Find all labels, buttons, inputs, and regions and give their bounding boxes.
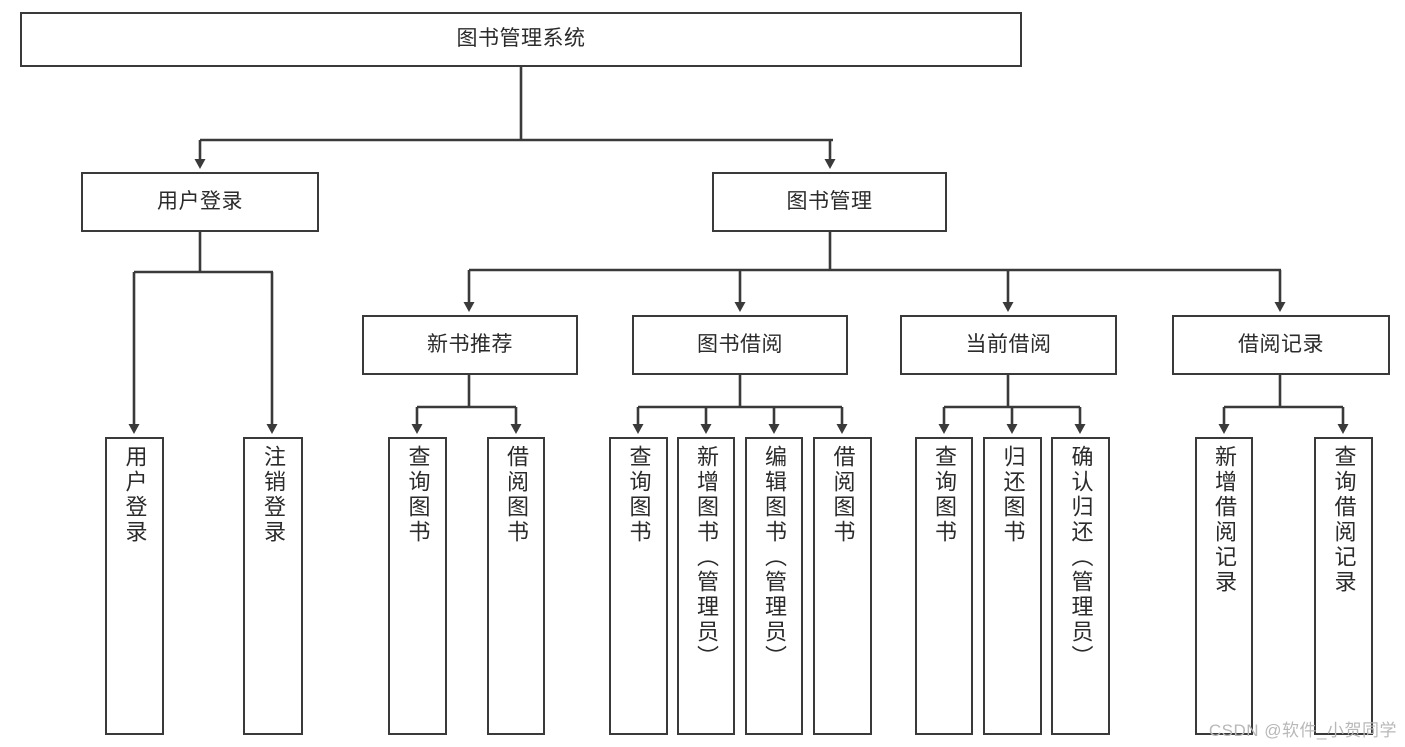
- node-leaf-edit-book[interactable]: 编辑图书（管理员）: [745, 437, 803, 735]
- node-user-login-label: 用户登录: [157, 189, 243, 213]
- node-leaf-borrow-book-2[interactable]: 借阅图书: [813, 437, 872, 735]
- node-borrow-record[interactable]: 借阅记录: [1172, 315, 1390, 375]
- node-leaf-user-login-label: 用户登录: [122, 445, 148, 545]
- watermark-text: CSDN @软件_小贺同学: [1208, 721, 1397, 740]
- node-book-manage[interactable]: 图书管理: [712, 172, 947, 232]
- node-leaf-query-book-2-label: 查询图书: [626, 445, 652, 545]
- node-current-borrow-label: 当前借阅: [965, 332, 1052, 356]
- node-leaf-query-book-1-label: 查询图书: [405, 445, 431, 545]
- node-leaf-logout-login[interactable]: 注销登录: [243, 437, 303, 735]
- node-leaf-query-borrow-record-label: 查询借阅记录: [1331, 445, 1357, 595]
- node-leaf-add-book-label: 新增图书（管理员）: [694, 445, 719, 670]
- node-leaf-return-book[interactable]: 归还图书: [983, 437, 1042, 735]
- node-leaf-user-login[interactable]: 用户登录: [105, 437, 164, 735]
- node-leaf-query-borrow-record[interactable]: 查询借阅记录: [1314, 437, 1373, 735]
- node-leaf-return-book-label: 归还图书: [1000, 445, 1026, 545]
- node-new-book-recommend[interactable]: 新书推荐: [362, 315, 578, 375]
- node-leaf-query-book-1[interactable]: 查询图书: [388, 437, 447, 735]
- node-book-borrow[interactable]: 图书借阅: [632, 315, 848, 375]
- node-leaf-query-book-2[interactable]: 查询图书: [609, 437, 668, 735]
- node-user-login[interactable]: 用户登录: [81, 172, 319, 232]
- node-leaf-edit-book-label: 编辑图书（管理员）: [762, 445, 787, 670]
- node-root[interactable]: 图书管理系统: [20, 12, 1022, 67]
- node-leaf-confirm-return-label: 确认归还（管理员）: [1068, 445, 1094, 670]
- node-leaf-borrow-book-1-label: 借阅图书: [504, 445, 529, 545]
- node-leaf-add-borrow-record-label: 新增借阅记录: [1212, 445, 1237, 595]
- node-leaf-query-book-3-label: 查询图书: [932, 445, 957, 545]
- node-leaf-confirm-return[interactable]: 确认归还（管理员）: [1051, 437, 1110, 735]
- node-leaf-query-book-3[interactable]: 查询图书: [915, 437, 973, 735]
- node-borrow-record-label: 借阅记录: [1238, 332, 1324, 356]
- node-leaf-add-book[interactable]: 新增图书（管理员）: [677, 437, 735, 735]
- node-root-label: 图书管理系统: [456, 27, 586, 51]
- node-current-borrow[interactable]: 当前借阅: [900, 315, 1117, 375]
- node-leaf-borrow-book-2-label: 借阅图书: [830, 445, 856, 545]
- node-leaf-borrow-book-1[interactable]: 借阅图书: [487, 437, 545, 735]
- node-leaf-add-borrow-record[interactable]: 新增借阅记录: [1195, 437, 1253, 735]
- node-book-borrow-label: 图书借阅: [697, 332, 783, 356]
- node-book-manage-label: 图书管理: [786, 189, 873, 213]
- node-leaf-logout-login-label: 注销登录: [261, 445, 286, 545]
- node-new-book-recommend-label: 新书推荐: [427, 332, 513, 356]
